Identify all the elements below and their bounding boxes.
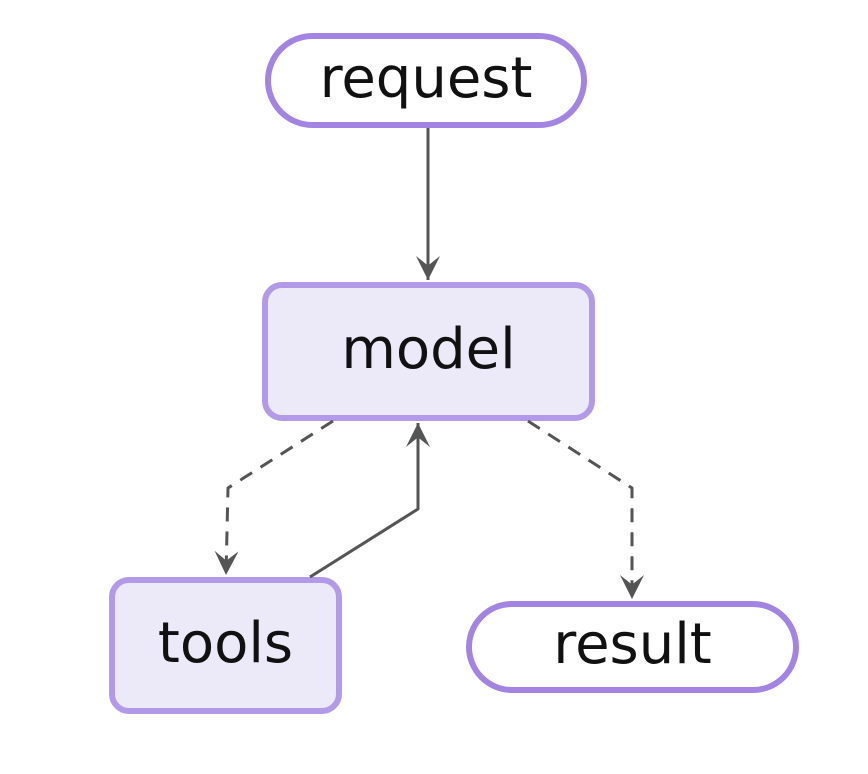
node-result-label: result [553, 612, 712, 677]
node-result: result [466, 601, 799, 693]
node-model: model [262, 282, 595, 421]
edge-model-to-result [527, 419, 644, 599]
node-model-label: model [341, 316, 516, 382]
edge-tools-to-model [309, 423, 430, 579]
node-tools-label: tools [157, 610, 294, 676]
node-tools: tools [109, 577, 342, 714]
edge-model-to-tools [214, 419, 334, 576]
node-request: request [265, 33, 587, 128]
node-request-label: request [319, 45, 533, 111]
